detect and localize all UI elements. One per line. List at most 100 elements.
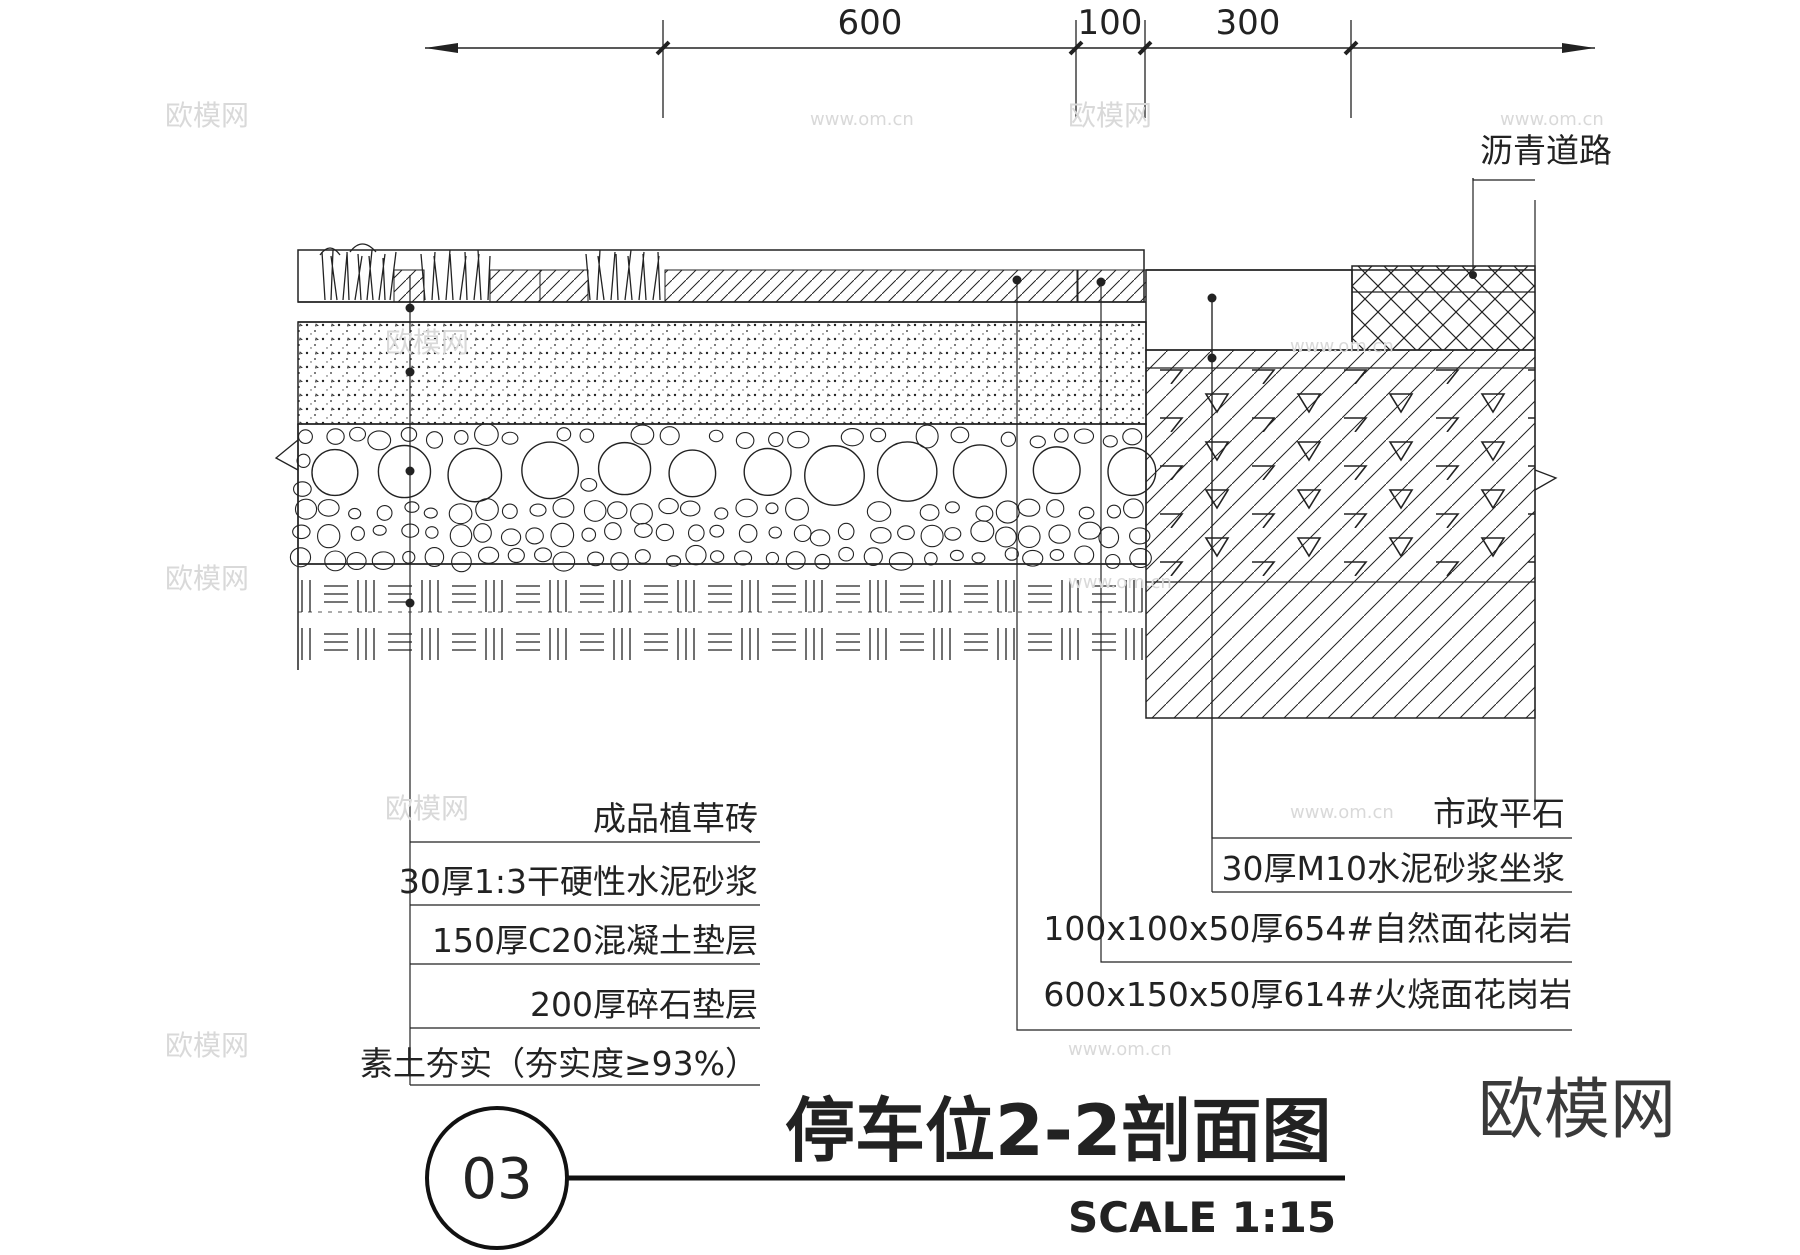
gravel-stone xyxy=(1017,498,1041,517)
gravel-stone xyxy=(687,524,705,542)
grass-icon xyxy=(420,249,491,301)
watermark-text: www.om.cn xyxy=(1290,336,1394,357)
gravel-stone xyxy=(708,429,724,443)
dimension-300: 300 xyxy=(1216,3,1281,43)
gravel-stone xyxy=(876,441,938,502)
gravel-stone xyxy=(317,499,340,517)
gravel-stone xyxy=(1029,435,1046,449)
gravel-stone xyxy=(552,497,575,518)
gravel-stone xyxy=(1000,431,1017,447)
label-municipal-flat-stone: 市政平石 xyxy=(1433,794,1565,833)
gravel-stone xyxy=(630,503,653,525)
grass-icon xyxy=(319,243,397,301)
watermark-logo: 欧模网 xyxy=(1478,1071,1676,1148)
label-m10-mortar-bed: 30厚M10水泥砂浆坐浆 xyxy=(1222,849,1565,888)
gravel-stone xyxy=(870,427,887,443)
gravel-stone xyxy=(768,526,782,539)
watermark-text: www.om.cn xyxy=(810,109,914,130)
concrete-base-layer xyxy=(297,321,1147,425)
gravel-stone xyxy=(293,481,312,497)
left-leader-lines xyxy=(409,275,760,1086)
gravel-stone xyxy=(863,547,883,566)
watermark-text: www.om.cn xyxy=(1068,1039,1172,1060)
gravel-stone xyxy=(583,500,607,522)
gravel-stone xyxy=(950,426,970,444)
gravel-stone xyxy=(897,525,915,541)
label-mortar-layer: 30厚1:3干硬性水泥砂浆 xyxy=(399,862,758,901)
gravel-stone xyxy=(400,426,418,442)
gravel-stone xyxy=(1053,427,1069,443)
left-leader-dots xyxy=(405,303,415,608)
gravel-stone xyxy=(734,550,753,566)
gravel-stone xyxy=(501,503,518,520)
gravel-stone xyxy=(550,522,575,548)
gravel-stone xyxy=(580,477,598,492)
gravel-stone xyxy=(768,432,784,448)
gravel-stone xyxy=(685,544,707,566)
gravel-stone xyxy=(1048,524,1071,544)
label-concrete-cushion: 150厚C20混凝土垫层 xyxy=(432,921,758,960)
gravel-stone xyxy=(1046,499,1065,518)
gravel-stone xyxy=(785,497,810,521)
gravel-stone xyxy=(919,504,940,521)
gravel-stone xyxy=(454,429,469,445)
gravel-stone xyxy=(556,427,572,442)
gravel-stone xyxy=(1017,525,1041,549)
right-labels: 市政平石 30厚M10水泥砂浆坐浆 100x100x50厚654#自然面花岗岩 … xyxy=(1043,794,1572,1014)
gravel-stone xyxy=(920,524,944,548)
gravel-stone xyxy=(529,503,547,517)
gravel-stone xyxy=(709,524,725,538)
watermark-text: www.om.cn xyxy=(1068,572,1172,593)
right-leader-lines xyxy=(1016,280,1572,1031)
gravel-stone xyxy=(292,524,311,540)
gravel-stone xyxy=(949,549,964,562)
gravel-stone xyxy=(971,552,986,564)
gravel-stone xyxy=(447,447,503,503)
gravel-stone xyxy=(402,550,416,564)
gravel-stone xyxy=(404,501,420,513)
gravel-stone xyxy=(326,428,345,445)
drawing-title: 停车位2-2剖面图 xyxy=(785,1090,1331,1172)
gravel-stone xyxy=(995,500,1020,524)
gravel-stone xyxy=(372,524,387,536)
gravel-stone xyxy=(1078,521,1102,540)
gravel-stone xyxy=(376,505,393,521)
watermark-text: 欧模网 xyxy=(165,99,249,132)
gravel-stone xyxy=(809,529,831,547)
gravel-stone xyxy=(1032,446,1081,495)
gravel-stone xyxy=(944,527,962,541)
gravel-stone xyxy=(738,524,758,543)
gravel-stone xyxy=(1049,549,1065,561)
gravel-stone xyxy=(630,424,655,445)
gravel-stone xyxy=(838,546,855,562)
label-gravel-cushion: 200厚碎石垫层 xyxy=(530,985,758,1024)
gravel-stone xyxy=(634,549,651,564)
gravel-stone xyxy=(995,526,1017,548)
gravel-stone xyxy=(597,441,652,496)
compacted-soil-layer xyxy=(274,424,1146,670)
gravel-stone xyxy=(735,498,758,518)
gravel-stone xyxy=(975,505,994,522)
gravel-stone xyxy=(607,501,628,520)
gravel-stone xyxy=(297,429,313,444)
gravel-stone xyxy=(311,448,359,497)
right-leader-dots xyxy=(1012,275,1217,363)
dimension-100: 100 xyxy=(1078,3,1143,43)
gravel-stone xyxy=(425,431,444,449)
gravel-stone xyxy=(1123,498,1144,519)
paver-surface-layer xyxy=(297,243,1536,351)
gravel-stone xyxy=(500,528,522,547)
label-grass-paver: 成品植草砖 xyxy=(593,799,758,838)
gravel-stone xyxy=(1122,428,1143,446)
title-block: 03 停车位2-2剖面图 SCALE 1:15 xyxy=(425,1090,1345,1250)
gravel-stone xyxy=(473,523,492,543)
drawing-number: 03 xyxy=(461,1147,532,1212)
gravel-stone xyxy=(735,432,755,450)
left-labels: 成品植草砖 30厚1:3干硬性水泥砂浆 150厚C20混凝土垫层 200厚碎石垫… xyxy=(360,799,758,1083)
gravel-stone xyxy=(425,526,439,539)
dimension-600: 600 xyxy=(838,3,903,43)
road-label-group: 沥青道路 xyxy=(1469,131,1612,810)
gravel-stone xyxy=(521,441,580,500)
gravel-stone xyxy=(501,431,519,445)
